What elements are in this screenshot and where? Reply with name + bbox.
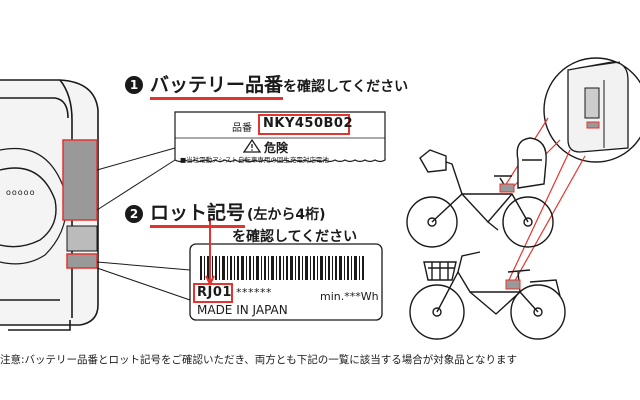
footnote: 注意:バッテリー品番とロット記号をご確認いただき、両方とも下記の一覧に該当する場… — [0, 354, 517, 366]
label1-field-label: 品番 — [232, 123, 252, 134]
step2-title-main: ロット記号 — [150, 202, 246, 228]
bicycle-child-seat-illustration — [406, 137, 554, 248]
battery-model-label-highlight — [62, 139, 98, 221]
zoom-callout — [543, 57, 640, 163]
battery-lot-label-highlight — [66, 225, 98, 252]
callout-line-bottom-1 — [507, 149, 571, 283]
step1-title-rest: を確認してください — [283, 79, 409, 95]
barcode — [200, 256, 364, 280]
step2-heading-line2: を確認してください — [232, 226, 357, 246]
pointer-line-model — [96, 147, 176, 171]
capacity-text: min.***Wh — [320, 290, 379, 303]
made-in-text: MADE IN JAPAN — [197, 303, 288, 317]
model-number: NKY450B02 — [263, 116, 354, 131]
lot-code-highlight-box — [193, 283, 233, 303]
warning-title: 危険 — [264, 141, 289, 155]
model-number-highlight-box — [258, 114, 350, 135]
step1-heading: バッテリー品番を確認してください — [150, 70, 409, 100]
warning-triangle-icon — [242, 138, 262, 153]
pointer-line-lot-2 — [96, 267, 191, 301]
lot-code: RJ01 — [197, 285, 232, 300]
warning-line: ■当社電動アシスト自転車専用の回生充電対応電池 — [180, 156, 329, 164]
bicycle-city-illustration — [409, 251, 566, 340]
battery-lot-strip-highlight — [66, 253, 98, 269]
step1-title-main: バッテリー品番 — [150, 74, 284, 100]
step1-number-badge: 1 — [125, 76, 143, 94]
pointer-line-model-2 — [96, 159, 176, 211]
step2-heading: ロット記号(左から4桁) — [150, 198, 326, 228]
step2-number-badge: 2 — [125, 205, 143, 223]
step2-title-rest: を確認してください — [232, 229, 358, 245]
pointer-line-lot — [96, 261, 191, 271]
step2-title-note: (左から4桁) — [247, 207, 326, 223]
lot-code-suffix: ****** — [236, 286, 272, 299]
label1-card — [174, 111, 386, 163]
battery-logo: ooooo — [6, 188, 36, 197]
callout-line-bottom-2 — [511, 155, 586, 287]
